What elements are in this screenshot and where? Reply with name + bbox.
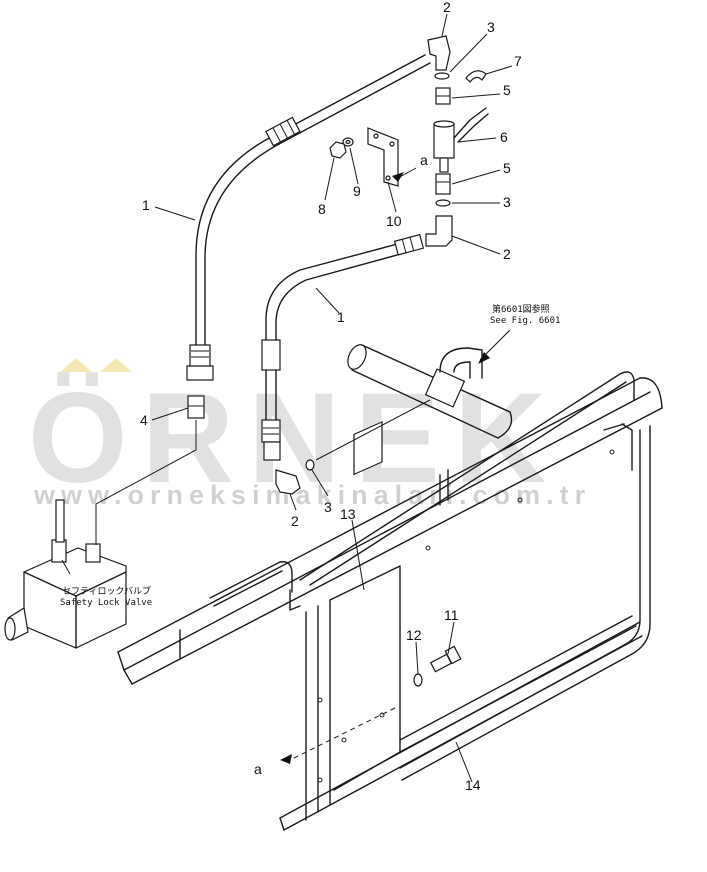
tee-block xyxy=(424,368,466,408)
callout-4: 4 xyxy=(140,412,148,428)
leader-lines xyxy=(61,13,513,783)
plug xyxy=(465,70,487,83)
callout-1-upper: 1 xyxy=(142,197,150,213)
callout-11: 11 xyxy=(444,607,459,623)
callout-5-lower: 5 xyxy=(503,160,511,176)
hose-upper-upper-sleeve xyxy=(265,116,301,147)
callout-10: 10 xyxy=(386,213,402,229)
adaptor-body xyxy=(187,395,205,419)
callout-6: 6 xyxy=(500,129,508,145)
valve-label-en: Safety Lock Valve xyxy=(60,598,152,608)
ball-valve-handle xyxy=(453,107,487,139)
callout-13: 13 xyxy=(340,506,356,522)
plate xyxy=(353,421,383,476)
valve-label-jp: セフティロックバルブ xyxy=(62,585,151,597)
hose-lower-mid-sleeve xyxy=(261,339,281,371)
valve-port xyxy=(51,539,67,563)
callout-3-mid: 3 xyxy=(503,194,511,210)
elbow-fitting-mid xyxy=(425,215,453,247)
hose-lower-nut xyxy=(263,441,281,461)
callout-a-top: a xyxy=(420,152,428,168)
callout-12: 12 xyxy=(406,627,422,643)
watermark-accent-left xyxy=(60,358,92,372)
fitting-stack xyxy=(425,35,489,247)
hose-upper-lower-nut xyxy=(186,365,214,381)
callout-2-top: 2 xyxy=(443,0,451,15)
frame xyxy=(117,371,663,831)
elbow-fitting-lower xyxy=(275,469,301,495)
watermark: ÖRNEK www.orneksimakinalari.com.tr xyxy=(28,358,591,510)
callout-9: 9 xyxy=(353,183,361,199)
o-ring-lower xyxy=(305,459,315,471)
elbow-fitting-top xyxy=(427,35,451,71)
o-ring-top xyxy=(434,72,450,80)
cross-pipe xyxy=(347,344,513,439)
callout-2-lower: 2 xyxy=(291,513,299,529)
notes: 第6601図参照 See Fig. 6601 セフティロックバルブ Safety… xyxy=(60,303,560,608)
see-fig-note-jp: 第6601図参照 xyxy=(492,303,550,315)
watermark-url: www.orneksimakinalari.com.tr xyxy=(33,480,591,510)
callout-2-mid: 2 xyxy=(503,246,511,262)
bracket-assembly xyxy=(329,127,399,187)
callout-7: 7 xyxy=(514,53,522,69)
callout-8: 8 xyxy=(318,201,326,217)
nut xyxy=(329,141,347,159)
callout-5-top: 5 xyxy=(503,82,511,98)
coupler-lower xyxy=(435,173,451,195)
ball-valve-body xyxy=(433,123,455,159)
see-fig-note-en: See Fig. 6601 xyxy=(490,316,560,326)
callout-a-lower: a xyxy=(254,761,262,777)
hose-upper-lower-sleeve xyxy=(189,344,211,367)
watermark-accent-right xyxy=(100,358,132,372)
o-ring-mid xyxy=(435,199,451,207)
adaptor xyxy=(95,395,205,545)
callout-3-lower: 3 xyxy=(324,499,332,515)
callout-3-top: 3 xyxy=(487,19,495,35)
callout-1-lower: 1 xyxy=(337,309,345,325)
callouts: 2 3 7 5 6 5 3 2 8 9 10 a 1 1 4 2 3 13 11… xyxy=(140,0,522,793)
washer-frame xyxy=(413,673,423,687)
hose-lower xyxy=(261,233,425,461)
hose-upper xyxy=(186,54,431,381)
elbow-lower xyxy=(275,399,431,495)
callout-14: 14 xyxy=(465,777,481,793)
hose-lower-upper-nut xyxy=(393,233,425,256)
hose-lower-lower-sleeve xyxy=(261,419,281,443)
safety-lock-valve xyxy=(4,499,127,649)
